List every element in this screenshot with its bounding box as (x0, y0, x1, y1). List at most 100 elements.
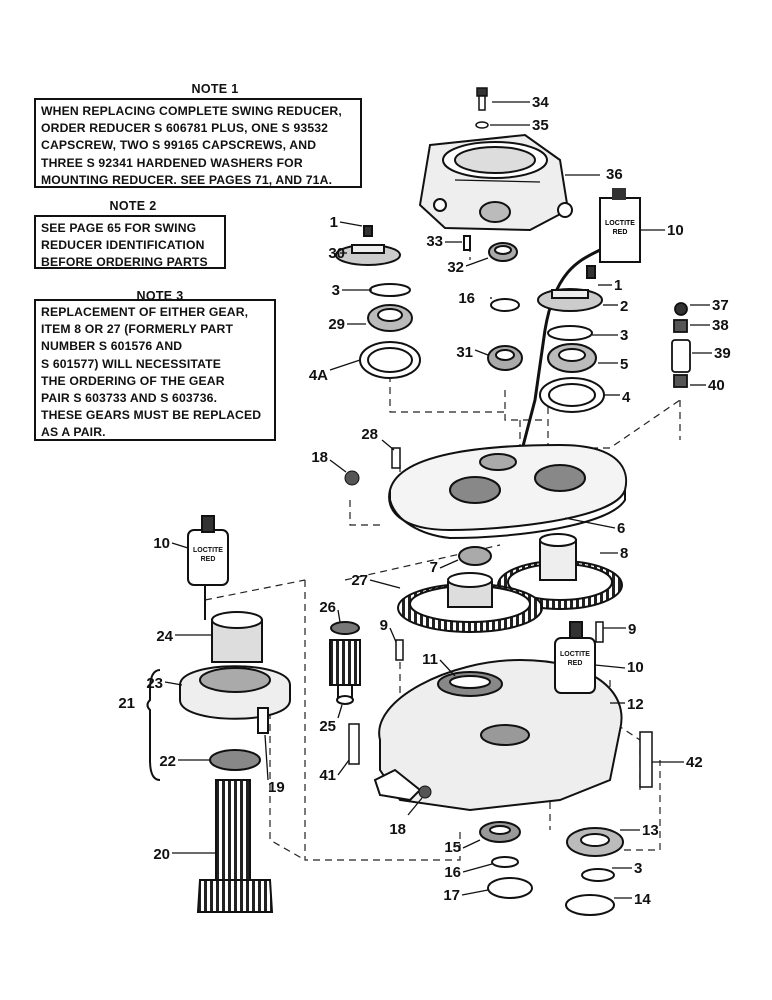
breather-parts (671, 302, 691, 388)
callout-18: 18 (311, 449, 328, 466)
callout-14: 14 (634, 891, 651, 908)
callout-40: 40 (708, 377, 725, 394)
note-1-line: THREE S 92341 HARDENED WASHERS FOR (41, 155, 303, 170)
note-2-line: REDUCER IDENTIFICATION (41, 238, 205, 253)
note-2-title: NOTE 2 (109, 199, 157, 213)
callout-37: 37 (712, 297, 729, 314)
loctite-bottle-left: LOCTITE RED (187, 515, 229, 620)
callout-24: 24 (156, 628, 173, 645)
callout-31: 31 (456, 344, 473, 361)
loctite-bottle-right: LOCTITE RED (554, 621, 596, 694)
svg-text:RED: RED (568, 660, 583, 667)
callout-32: 32 (447, 259, 464, 276)
callout-5: 5 (620, 356, 628, 373)
note-1-line: WHEN REPLACING COMPLETE SWING REDUCER, (41, 104, 342, 118)
callout-29: 29 (328, 316, 345, 333)
callout-38: 38 (712, 317, 729, 334)
washer-35 (475, 121, 489, 129)
bearing-stack-left (335, 225, 421, 379)
nut-18-bottom (418, 785, 432, 799)
svg-text:RED: RED (613, 229, 628, 236)
note-1-line: ORDER REDUCER S 606781 PLUS, ONE S 93532 (41, 121, 329, 136)
callout-19: 19 (268, 779, 285, 796)
callout-11: 11 (422, 651, 438, 668)
note-3-box: REPLACEMENT OF EITHER GEAR, ITEM 8 OR 27… (34, 299, 276, 441)
bracket-21 (146, 669, 161, 781)
note-3-line: NUMBER S 601576 AND (41, 339, 183, 354)
callout-4A: 4A (309, 367, 328, 384)
dowel-pin-9-right (595, 621, 604, 643)
svg-text:RED: RED (201, 556, 216, 563)
callout-3: 3 (620, 327, 628, 344)
note-3-line: ITEM 8 OR 27 (FORMERLY PART (41, 322, 234, 337)
callout-1: 1 (330, 214, 338, 231)
callout-12: 12 (627, 696, 644, 713)
note-3-line: AS A PAIR. (41, 425, 106, 440)
nut-18-top (344, 470, 360, 486)
callout-26: 26 (319, 599, 336, 616)
reducer-housing (373, 658, 623, 812)
callout-21: 21 (118, 695, 135, 712)
callout-25: 25 (319, 718, 336, 735)
cover-plate (388, 443, 628, 540)
callout-15: 15 (444, 839, 461, 856)
callout-10: 10 (627, 659, 644, 676)
reducer-housing-cap (418, 133, 573, 232)
bolt-28 (391, 447, 401, 469)
bolt-42 (639, 731, 653, 788)
callout-3: 3 (634, 860, 642, 877)
note-1-title: NOTE 1 (191, 82, 239, 96)
callout-36: 36 (606, 166, 623, 183)
bearing-stack-center (463, 235, 523, 371)
bearing-stack-right (537, 265, 605, 413)
note-1-line: CAPSCREW, TWO S 99165 CAPSCREWS, AND (41, 138, 317, 153)
callout-13: 13 (642, 822, 659, 839)
gear-pair (397, 533, 623, 633)
note-3-line: REPLACEMENT OF EITHER GEAR, (41, 305, 249, 319)
callout-9: 9 (628, 621, 636, 638)
callout-16: 16 (458, 290, 475, 307)
bottom-seals (479, 821, 624, 916)
callout-23: 23 (146, 675, 163, 692)
note-3-line: THE ORDERING OF THE GEAR (41, 373, 225, 388)
callout-17: 17 (443, 887, 460, 904)
callout-6: 6 (617, 520, 625, 537)
bolt-41 (348, 723, 360, 765)
callout-4: 4 (622, 389, 631, 406)
callout-22: 22 (159, 753, 176, 770)
callout-33: 33 (426, 233, 443, 250)
svg-text:LOCTITE: LOCTITE (560, 651, 590, 658)
callout-20: 20 (153, 846, 170, 863)
callout-9: 9 (380, 617, 388, 634)
callout-2: 2 (620, 298, 628, 315)
callout-8: 8 (620, 545, 628, 562)
callout-28: 28 (361, 426, 378, 443)
svg-text:LOCTITE: LOCTITE (605, 220, 635, 227)
callout-1: 1 (614, 277, 622, 294)
leader-lines (164, 101, 712, 899)
callout-42: 42 (686, 754, 703, 771)
callout-3: 3 (332, 282, 340, 299)
pinion-shaft (329, 621, 361, 705)
note-3-line: PAIR S 603733 AND S 603736. (41, 391, 218, 406)
callout-35: 35 (532, 117, 549, 134)
dowel-pin-9-left (395, 639, 404, 661)
note-1-line: MOUNTING REDUCER. SEE PAGES 71, AND 71A. (41, 172, 333, 187)
callout-27: 27 (351, 572, 368, 589)
note-3-line: THESE GEARS MUST BE REPLACED (41, 408, 262, 423)
callout-16: 16 (444, 864, 461, 881)
callout-34: 34 (532, 94, 549, 111)
note-2-line: BEFORE ORDERING PARTS (41, 255, 208, 270)
note-2-box: SEE PAGE 65 FOR SWING REDUCER IDENTIFICA… (34, 215, 226, 269)
note-3-line: S 601577) WILL NECESSITATE (41, 356, 221, 371)
callout-41: 41 (319, 767, 336, 784)
callout-7: 7 (430, 559, 438, 576)
note-1-box: WHEN REPLACING COMPLETE SWING REDUCER, O… (34, 98, 362, 188)
loctite-bottle-top: LOCTITE RED (520, 188, 641, 451)
callout-10: 10 (667, 222, 684, 239)
capscrew-34 (476, 87, 488, 111)
note-2-line: SEE PAGE 65 FOR SWING (41, 221, 197, 235)
drive-hub-assembly (179, 611, 291, 913)
